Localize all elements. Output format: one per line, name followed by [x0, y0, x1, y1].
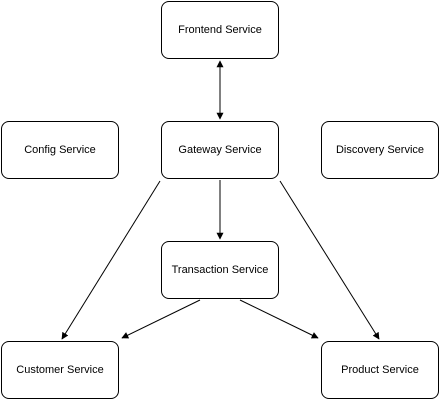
- edge-transaction-to-product: [239, 299, 319, 339]
- gateway-service-label: Gateway Service: [178, 144, 262, 156]
- frontend-service-label: Frontend Service: [178, 24, 262, 36]
- customer-service-node[interactable]: Customer Service: [1, 341, 119, 399]
- edge-gateway-to-customer: [61, 180, 161, 340]
- edge-gateway-to-product: [279, 180, 380, 340]
- config-service-node[interactable]: Config Service: [1, 121, 119, 179]
- edge-transaction-to-customer: [121, 299, 201, 339]
- customer-service-label: Customer Service: [16, 364, 104, 376]
- discovery-service-node[interactable]: Discovery Service: [321, 121, 439, 179]
- gateway-service-node[interactable]: Gateway Service: [161, 121, 279, 179]
- discovery-service-label: Discovery Service: [335, 144, 425, 156]
- config-service-label: Config Service: [24, 144, 96, 156]
- product-service-node[interactable]: Product Service: [321, 341, 439, 399]
- transaction-service-label: Transaction Service: [171, 264, 269, 276]
- frontend-service-node[interactable]: Frontend Service: [161, 1, 279, 59]
- transaction-service-node[interactable]: Transaction Service: [161, 241, 279, 299]
- product-service-label: Product Service: [341, 364, 419, 376]
